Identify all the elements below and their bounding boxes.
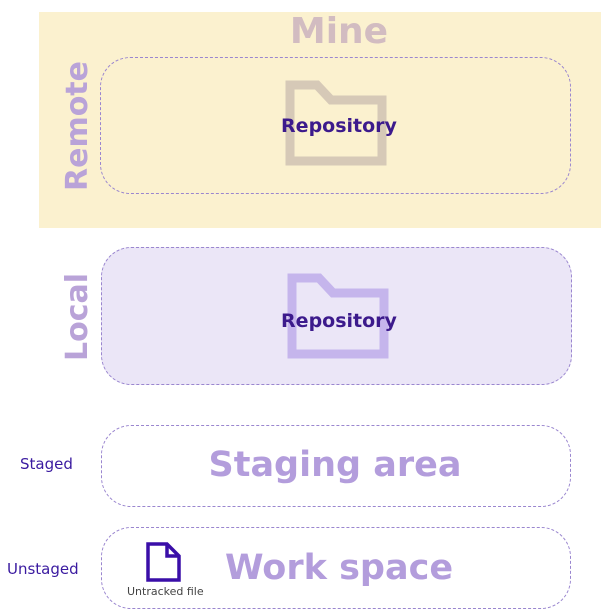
workspace-label: Work space [224,548,454,588]
workspace-box [101,527,571,609]
remote-repository-box [100,57,571,194]
staging-area-label: Staging area [208,445,462,485]
untracked-file-label: Untracked file [127,585,204,598]
unstaged-state-label: Unstaged [7,560,79,578]
remote-repository-label: Repository [281,115,397,137]
remote-panel [39,12,601,228]
local-side-label: Local [60,272,95,362]
remote-side-label: Remote [60,60,95,192]
untracked-file-icon [146,542,181,582]
local-repository-box [101,247,572,385]
staging-area-box [101,425,571,507]
local-repository-label: Repository [281,310,397,332]
remote-folder-icon [285,80,387,166]
remote-title: Mine [289,11,389,52]
local-folder-icon [287,273,389,359]
staged-state-label: Staged [20,455,73,473]
